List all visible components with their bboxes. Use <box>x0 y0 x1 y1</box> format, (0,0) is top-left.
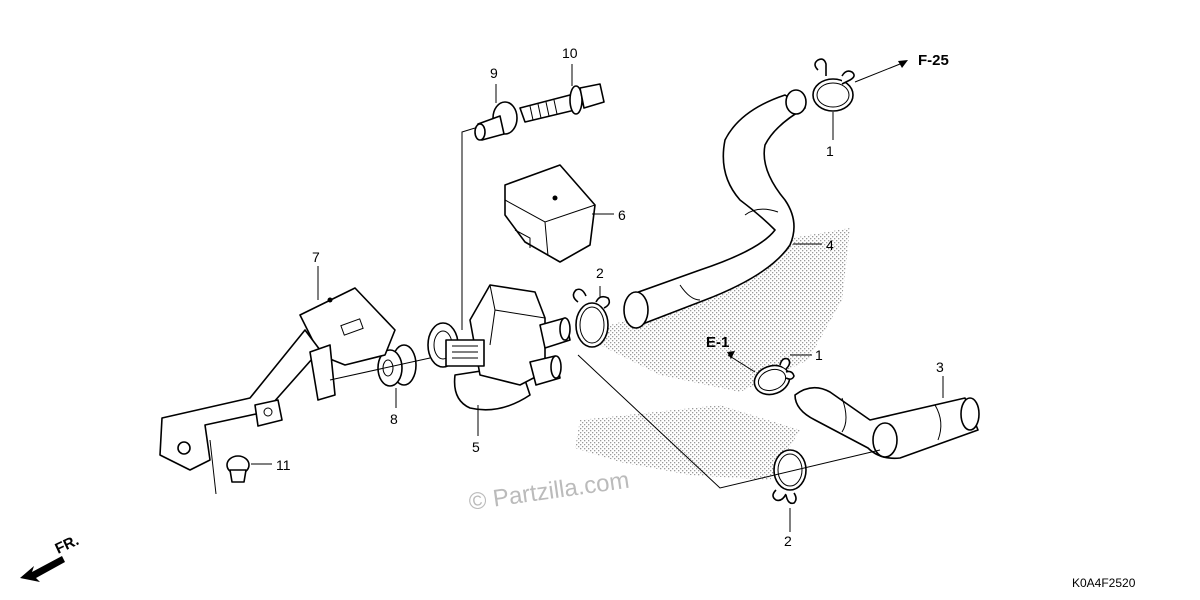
callout-1-middle: 1 <box>815 347 823 363</box>
callout-3: 3 <box>936 359 944 375</box>
callout-6: 6 <box>618 207 626 223</box>
watermark: © Partzilla.com <box>467 467 631 516</box>
callout-2-upper: 2 <box>596 265 604 281</box>
connection-line-bolt <box>461 127 476 330</box>
hose-clamp-middle[interactable] <box>750 357 795 400</box>
spring-clamp-lower[interactable] <box>772 449 807 505</box>
water-hose-upper[interactable] <box>623 89 807 329</box>
screw-11[interactable] <box>226 455 250 483</box>
callout-9: 9 <box>490 65 498 81</box>
shading <box>575 228 850 480</box>
spring-clamp-upper[interactable] <box>572 288 611 348</box>
water-hose-lower[interactable] <box>794 386 980 460</box>
cover-6[interactable] <box>504 164 596 263</box>
reference-arrow-f25 <box>854 60 908 83</box>
valve-assembly-7[interactable] <box>427 284 571 411</box>
callout-10: 10 <box>562 45 578 61</box>
collar-9[interactable] <box>474 101 518 141</box>
reference-f25: F-25 <box>918 52 949 69</box>
callout-11: 11 <box>276 457 291 473</box>
hose-clamp-upper[interactable] <box>812 58 855 112</box>
callout-7: 5 <box>472 439 480 455</box>
callout-8: 8 <box>390 411 398 427</box>
grommet-8[interactable] <box>377 344 417 387</box>
connection-line-lower <box>577 354 881 489</box>
reference-e1: E-1 <box>706 334 729 351</box>
callout-5: 7 <box>312 249 320 265</box>
callout-4: 4 <box>826 237 834 253</box>
callout-1-upper: 1 <box>826 143 834 159</box>
connection-line-screw <box>209 439 217 495</box>
diagram-code: K0A4F2520 <box>1072 576 1136 590</box>
callout-2-lower: 2 <box>784 533 792 549</box>
reference-arrow-e1 <box>727 351 756 373</box>
bracket-5[interactable] <box>159 287 396 471</box>
bolt-10[interactable] <box>519 83 605 123</box>
connection-line-bracket <box>329 357 431 381</box>
front-arrow-icon <box>20 556 65 582</box>
front-indicator: FR. <box>53 532 82 558</box>
